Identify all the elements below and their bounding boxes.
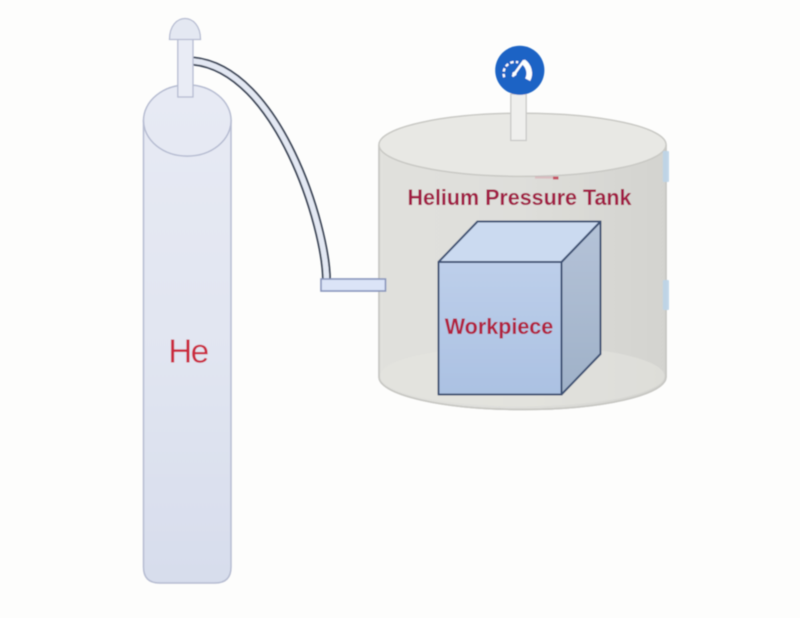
svg-text:Workpiece: Workpiece [445,314,554,339]
svg-text:He: He [168,333,207,370]
svg-text:Helium Pressure Tank: Helium Pressure Tank [408,185,633,210]
